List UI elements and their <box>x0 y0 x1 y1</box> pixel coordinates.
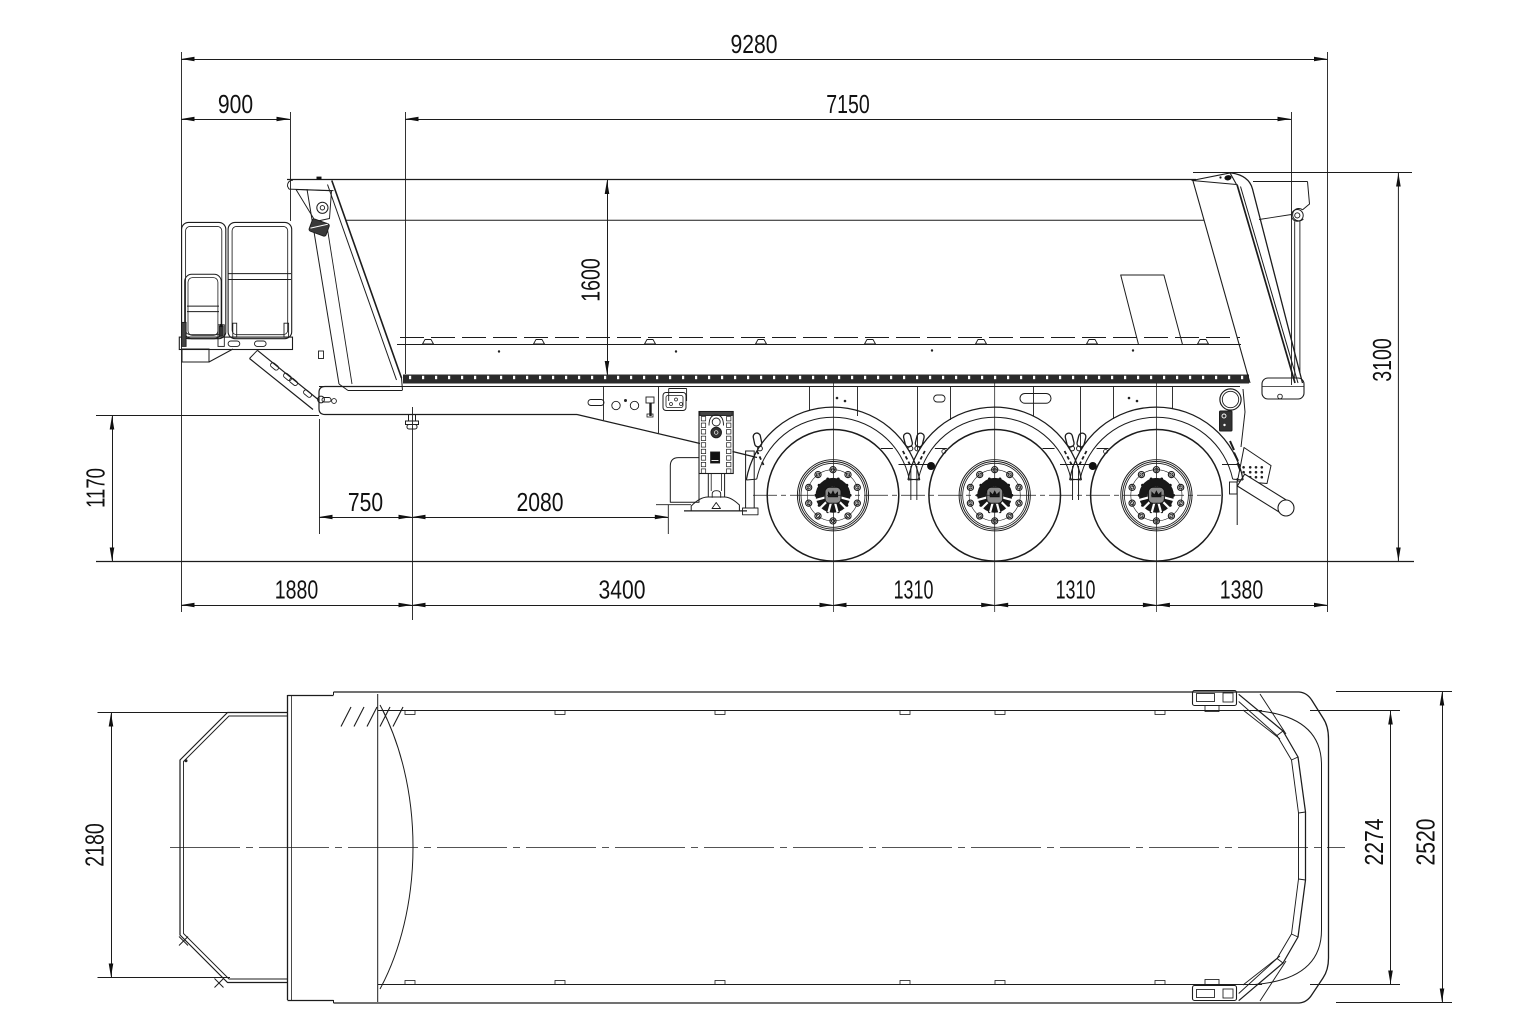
svg-text:2180: 2180 <box>82 823 110 866</box>
svg-text:1310: 1310 <box>1056 577 1096 605</box>
svg-text:900: 900 <box>218 91 253 119</box>
svg-text:2274: 2274 <box>1361 819 1389 866</box>
svg-text:750: 750 <box>348 489 383 517</box>
svg-text:1380: 1380 <box>1220 577 1263 605</box>
svg-text:3400: 3400 <box>599 577 646 605</box>
svg-text:7150: 7150 <box>826 91 869 119</box>
svg-text:1170: 1170 <box>83 468 111 508</box>
svg-text:1600: 1600 <box>578 258 606 301</box>
svg-text:1880: 1880 <box>275 577 318 605</box>
svg-text:2080: 2080 <box>517 489 564 517</box>
svg-text:3100: 3100 <box>1369 338 1397 381</box>
svg-text:1310: 1310 <box>894 577 934 605</box>
svg-text:2520: 2520 <box>1413 819 1441 866</box>
svg-text:9280: 9280 <box>731 31 778 59</box>
